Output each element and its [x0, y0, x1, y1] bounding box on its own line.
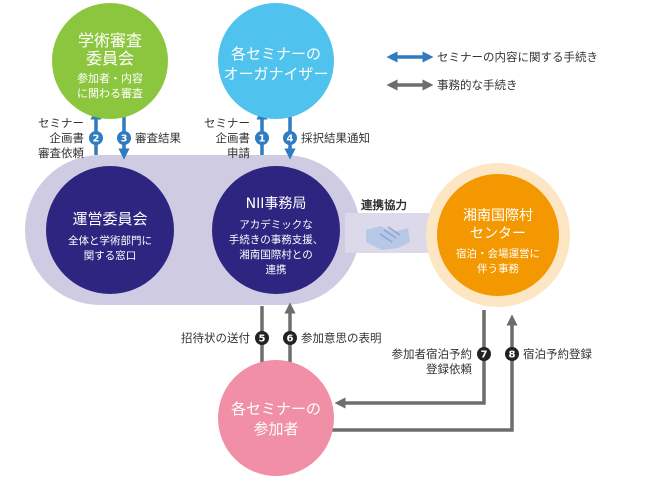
svg-text:湘南国際村との: 湘南国際村との: [239, 248, 312, 261]
svg-text:参加者宿泊予約: 参加者宿泊予約: [392, 347, 473, 361]
step-5: 5 招待状の送付: [181, 331, 269, 345]
svg-text:セミナー: セミナー: [38, 116, 84, 130]
legend-gray-label: 事務的な手続き: [437, 78, 518, 92]
svg-text:5: 5: [259, 334, 266, 345]
svg-text:1: 1: [259, 134, 266, 145]
svg-text:に関わる審査: に関わる審査: [77, 86, 143, 100]
svg-text:各セミナーの: 各セミナーの: [231, 45, 321, 63]
svg-text:湘南国際村: 湘南国際村: [463, 208, 533, 224]
svg-text:審査結果: 審査結果: [135, 131, 181, 145]
svg-text:運営委員会: 運営委員会: [72, 210, 147, 228]
svg-text:学術審査: 学術審査: [78, 31, 142, 50]
svg-text:参加意思の表明: 参加意思の表明: [301, 331, 382, 345]
cooperation-label: 連携協力: [361, 198, 407, 212]
step-3: 3 審査結果: [117, 131, 181, 145]
svg-text:4: 4: [287, 134, 294, 145]
svg-text:委員会: 委員会: [86, 49, 134, 68]
svg-text:7: 7: [481, 350, 488, 361]
arrow-step-7: [334, 310, 486, 409]
svg-text:企画書: 企画書: [50, 131, 85, 145]
svg-text:参加者・内容: 参加者・内容: [77, 71, 143, 85]
legend: セミナーの内容に関する手続き 事務的な手続き: [386, 50, 598, 92]
svg-text:関する窓口: 関する窓口: [84, 249, 137, 262]
svg-text:アカデミックな: アカデミックな: [239, 218, 313, 231]
svg-text:オーガナイザー: オーガナイザー: [223, 65, 328, 83]
svg-text:伴う事務: 伴う事務: [477, 262, 519, 275]
svg-text:各セミナーの: 各セミナーの: [231, 400, 321, 418]
node-review-committee: 学術審査 委員会 参加者・内容 に関わる審査: [52, 3, 168, 119]
svg-text:全体と学術部門に: 全体と学術部門に: [68, 234, 152, 247]
svg-text:セミナー: セミナー: [204, 116, 250, 130]
svg-text:NII事務局: NII事務局: [246, 196, 307, 212]
svg-text:採択結果通知: 採択結果通知: [301, 131, 370, 145]
legend-blue-label: セミナーの内容に関する手続き: [437, 50, 598, 64]
node-participants: 各セミナーの 参加者: [218, 360, 334, 476]
svg-text:宿泊・会場運営に: 宿泊・会場運営に: [456, 247, 540, 260]
svg-text:連携: 連携: [266, 263, 287, 276]
step-2: 2 セミナー 企画書 審査依頼: [38, 116, 103, 160]
step-1: 1 セミナー 企画書 申請: [204, 116, 269, 160]
svg-text:手続きの事務支援、: 手続きの事務支援、: [229, 233, 324, 246]
svg-text:6: 6: [287, 334, 294, 345]
svg-text:参加者: 参加者: [253, 420, 298, 438]
svg-text:宿泊予約登録: 宿泊予約登録: [523, 347, 592, 361]
svg-text:申請: 申請: [227, 146, 250, 160]
node-organizer: 各セミナーの オーガナイザー: [218, 3, 334, 119]
handshake-icon: [366, 226, 410, 250]
step-7: 7 参加者宿泊予約 登録依頼: [392, 347, 491, 376]
node-management-committee: 運営委員会 全体と学術部門に 関する窓口: [46, 166, 174, 294]
svg-text:3: 3: [121, 134, 128, 145]
svg-text:2: 2: [93, 134, 100, 145]
step-8: 8 宿泊予約登録: [505, 347, 592, 361]
step-6: 6 参加意思の表明: [283, 331, 382, 345]
step-4: 4 採択結果通知: [283, 131, 370, 145]
svg-text:8: 8: [509, 350, 516, 361]
node-nii-office: NII事務局 アカデミックな 手続きの事務支援、 湘南国際村との 連携: [212, 166, 340, 294]
svg-text:審査依頼: 審査依頼: [38, 146, 84, 160]
node-shonan-center: 湘南国際村 センター 宿泊・会場運営に 伴う事務: [426, 163, 570, 307]
svg-text:センター: センター: [470, 226, 526, 242]
svg-text:登録依頼: 登録依頼: [426, 362, 472, 376]
svg-text:招待状の送付: 招待状の送付: [181, 331, 250, 345]
svg-text:企画書: 企画書: [216, 131, 251, 145]
